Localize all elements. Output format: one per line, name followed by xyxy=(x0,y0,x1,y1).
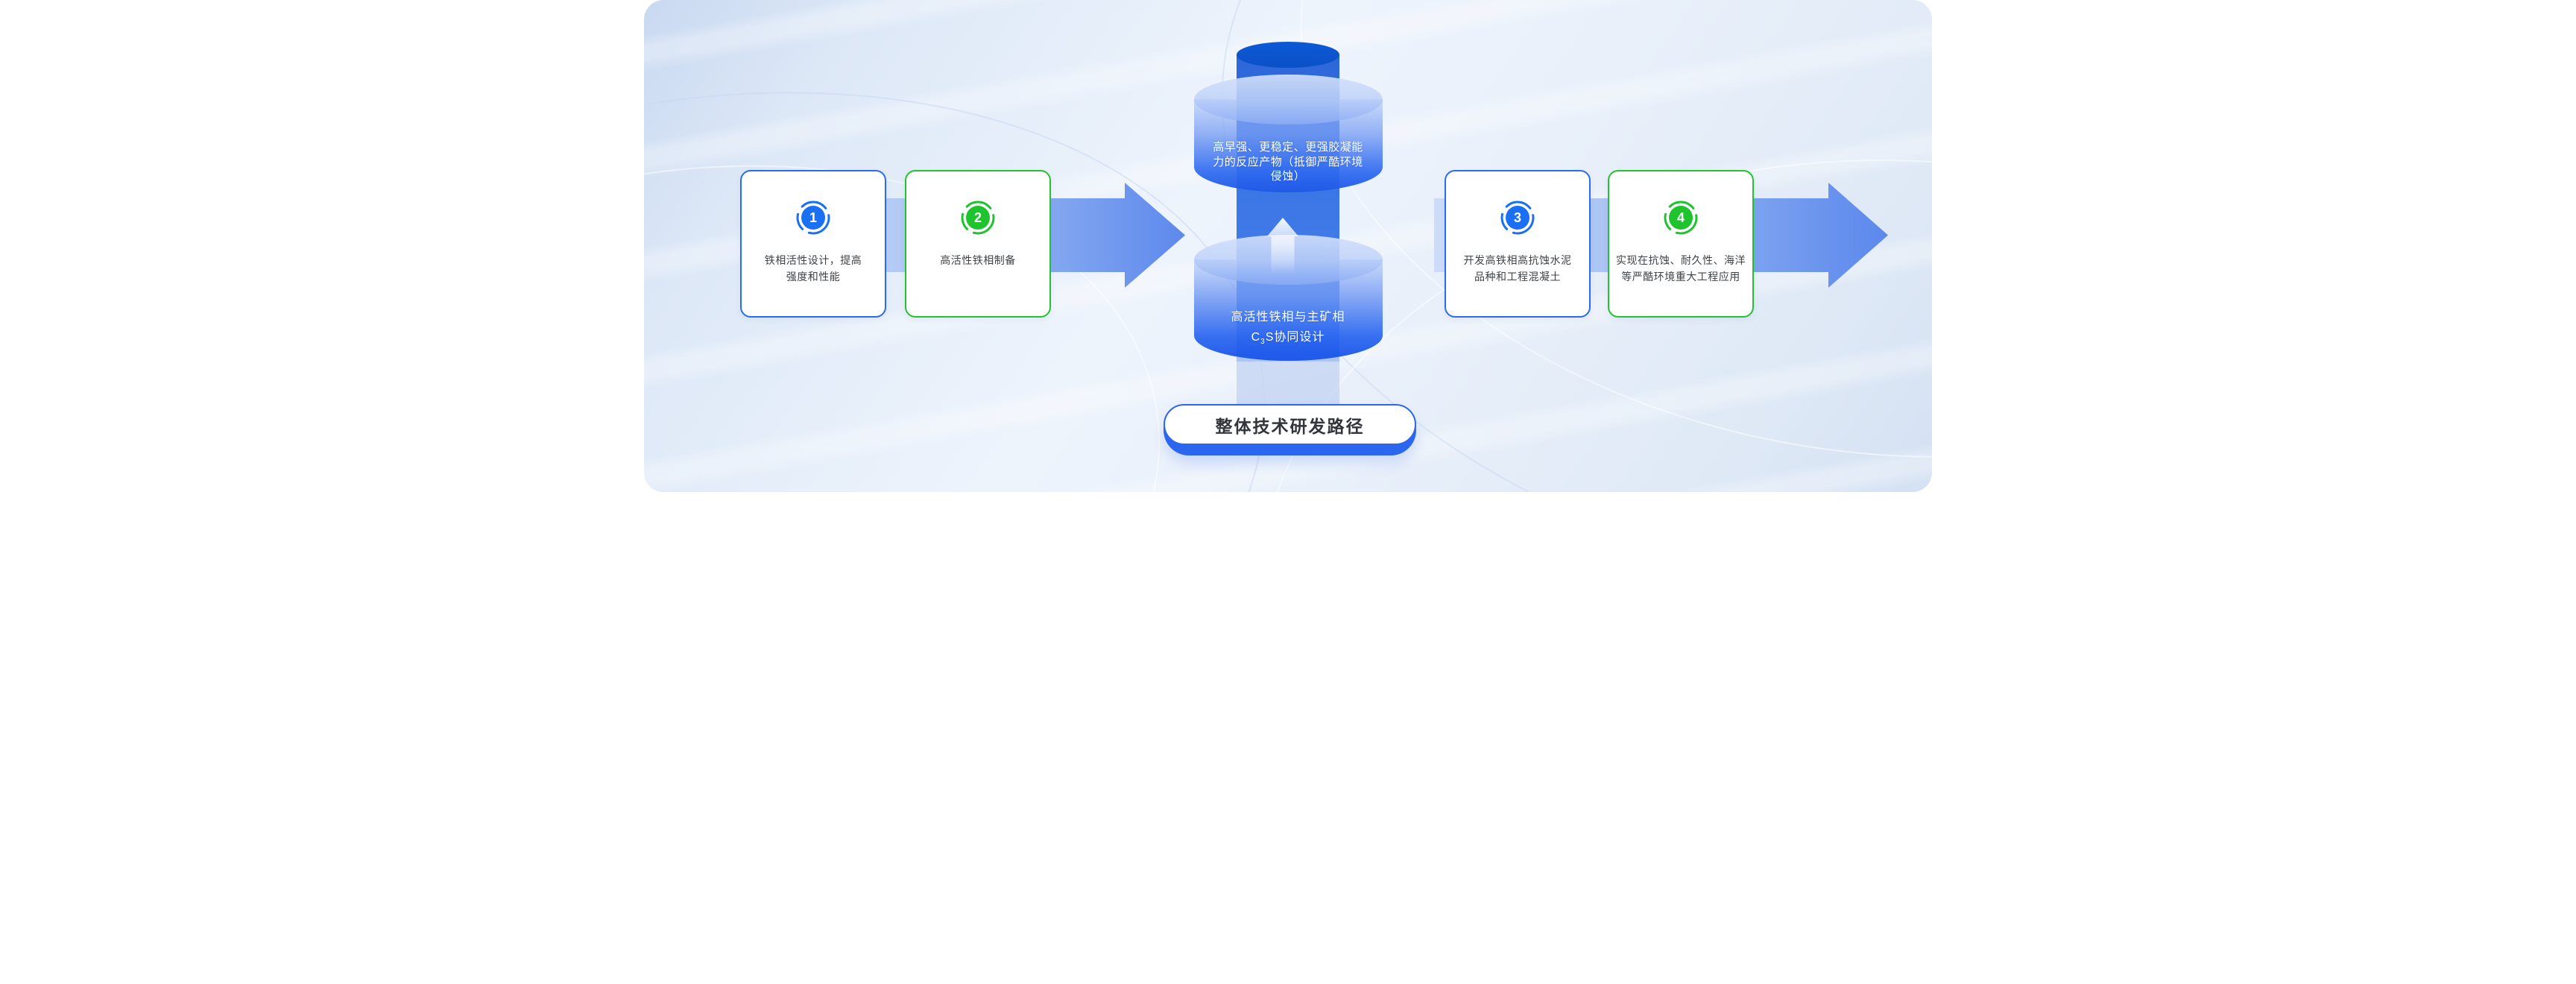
infographic-canvas: 高早强、更稳定、更强胶凝能 力的反应产物（抵御严酷环境 侵蚀） 高活性铁相与主矿… xyxy=(644,0,1932,492)
step-card-1: 1 铁相活性设计，提高 强度和性能 xyxy=(740,170,886,318)
badge-ring-icon xyxy=(961,201,995,235)
title-pill-label: 整体技术研发路径 xyxy=(1164,404,1416,445)
step-number: 3 xyxy=(1506,206,1530,230)
up-arrow-icon xyxy=(1267,218,1298,274)
step-number: 4 xyxy=(1669,206,1693,230)
lower-disc-label: 高活性铁相与主矿相 C3S协同设计 xyxy=(1199,307,1377,352)
step-text: 高活性铁相制备 xyxy=(940,254,1016,266)
step-number: 2 xyxy=(966,206,990,230)
title-pill: 整体技术研发路径 xyxy=(1164,404,1416,455)
cylinder-column-lower-section xyxy=(1237,356,1339,404)
badge-ring-icon xyxy=(796,201,830,235)
badge-ring-icon xyxy=(1664,201,1698,235)
step-text: 开发高铁相高抗蚀水泥 品种和工程混凝土 xyxy=(1463,254,1572,283)
upper-disc-label: 高早强、更稳定、更强胶凝能 力的反应产物（抵御严酷环境 侵蚀） xyxy=(1199,140,1377,184)
lower-disc-wall xyxy=(1194,259,1383,361)
step-3-badge-icon: 3 xyxy=(1500,200,1535,236)
step-4-badge-icon: 4 xyxy=(1663,200,1699,236)
upper-disc-wall xyxy=(1194,99,1383,192)
step-card-2: 2 高活性铁相制备 xyxy=(905,170,1051,318)
badge-ring-icon xyxy=(1500,201,1535,235)
upper-disc-label-line: 力的反应产物（抵御严酷环境 xyxy=(1213,155,1363,168)
cylinder-column-top-ellipse xyxy=(1237,42,1339,68)
step-card-3: 3 开发高铁相高抗蚀水泥 品种和工程混凝土 xyxy=(1445,170,1591,318)
step-text: 实现在抗蚀、耐久性、海洋 等严酷环境重大工程应用 xyxy=(1616,254,1746,283)
step-1-badge-icon: 1 xyxy=(795,200,831,236)
step-text: 铁相活性设计，提高 强度和性能 xyxy=(764,254,862,283)
step-number: 1 xyxy=(801,206,825,230)
step-card-4: 4 实现在抗蚀、耐久性、海洋 等严酷环境重大工程应用 xyxy=(1608,170,1754,318)
upper-disc-label-line: 侵蚀） xyxy=(1270,170,1306,183)
lower-disc-label-line: C3S协同设计 xyxy=(1251,331,1325,347)
lower-disc-label-line: 高活性铁相与主矿相 xyxy=(1231,311,1345,324)
upper-disc-label-line: 高早强、更稳定、更强胶凝能 xyxy=(1213,141,1363,154)
step-2-badge-icon: 2 xyxy=(960,200,996,236)
